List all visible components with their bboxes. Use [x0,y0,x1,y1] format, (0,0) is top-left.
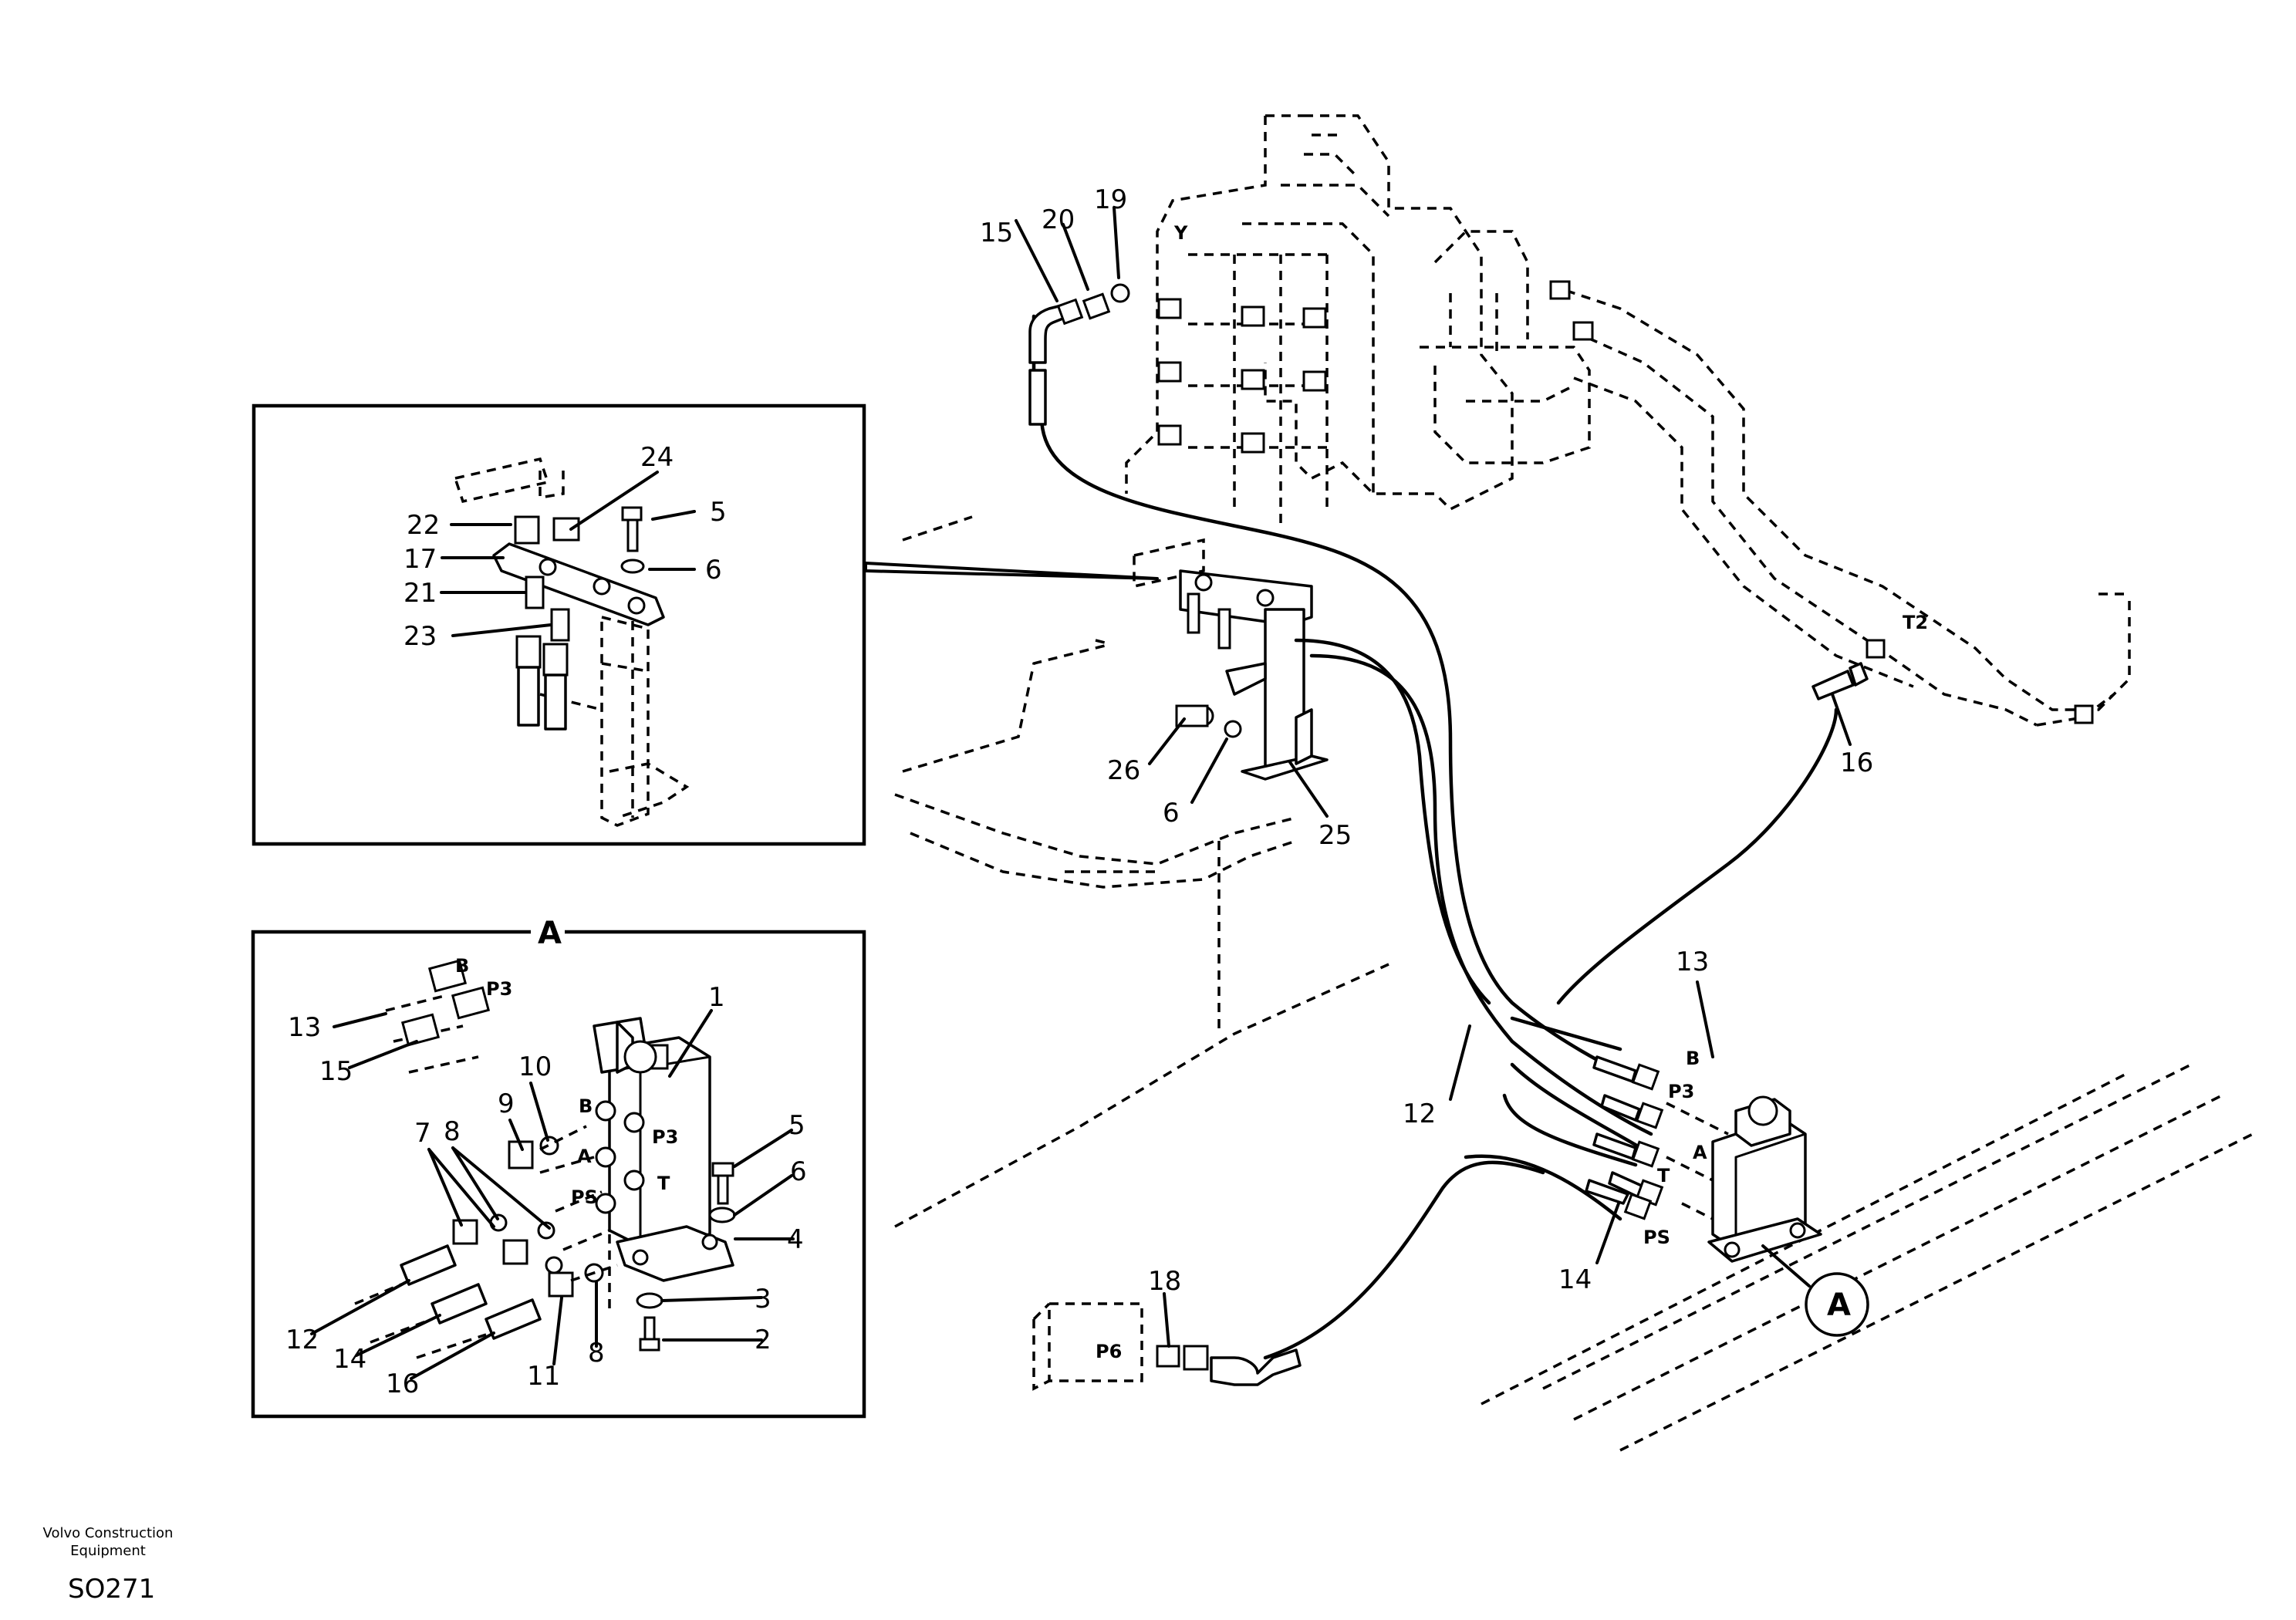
callout-15: 15 [980,218,1013,248]
port-main-a: A [1693,1142,1707,1163]
a-callout-11: 11 [527,1361,560,1392]
drawing-code: SO271 [68,1574,156,1605]
a-callout-6: 6 [790,1156,807,1187]
control-valve-outline [1125,114,2131,727]
detail-a-marker-label: A [1827,1288,1851,1323]
inset-callout-22: 22 [407,510,440,541]
callout-16: 16 [1840,748,1873,778]
inset-callout-23: 23 [403,621,437,652]
a-callout-7: 7 [414,1118,431,1149]
a-port-b-hose: B [455,955,469,977]
port-p6: P6 [1096,1341,1122,1362]
port-main-p3: P3 [1668,1081,1694,1102]
a-callout-10: 10 [518,1051,552,1082]
a-port-p3: P3 [652,1126,678,1148]
port-main-ps: PS [1643,1227,1670,1248]
callout-12: 12 [1403,1099,1436,1129]
main-callouts: 15 20 19 26 6 25 16 13 12 14 18 A Y T2 P… [980,184,1928,1362]
detail-a-title: A [538,916,562,951]
callout-25: 25 [1319,820,1352,851]
callout-18: 18 [1148,1266,1181,1297]
callout-26: 26 [1107,755,1140,786]
port-main-t: T [1657,1165,1670,1186]
a-callout-9: 9 [498,1088,515,1119]
callout-13: 13 [1676,947,1709,977]
callout-14: 14 [1558,1264,1592,1295]
a-callout-14: 14 [333,1344,366,1375]
a-callout-8-bottom: 8 [588,1338,605,1369]
main-hoses [1028,283,1869,1386]
a-callout-16: 16 [386,1369,419,1399]
valve-section-fittings [1157,280,2094,724]
a-callout-5: 5 [788,1110,805,1141]
valve-a-main [1666,1095,1822,1263]
footer: Volvo Construction Equipment SO271 [31,1524,185,1605]
a-port-t: T [657,1173,670,1194]
inset-callout-24: 24 [640,442,674,473]
a-callout-2: 2 [755,1325,772,1355]
a-callout-3: 3 [755,1284,772,1315]
port-y: Y [1173,222,1188,244]
a-callout-4: 4 [787,1224,804,1255]
callout-20: 20 [1042,204,1075,235]
inset-callout-17: 17 [403,544,437,575]
callout-19: 19 [1094,184,1127,215]
a-port-ps: PS [571,1186,598,1208]
a-callout-1: 1 [708,982,725,1013]
a-port-b: B [579,1095,593,1117]
a-port-a: A [577,1146,592,1167]
inset-callouts: 22 24 5 17 6 21 23 [403,442,727,652]
inset-callout-6: 6 [705,555,722,586]
inset-callout-5: 5 [710,497,727,528]
inset-frame [252,403,866,846]
detail-a: A [251,916,866,1419]
inset-bracket-detail [252,403,866,846]
a-port-p3-hose: P3 [486,978,512,1000]
a-callout-12: 12 [285,1325,319,1355]
detail-a-callouts: 13 15 1 9 10 7 8 5 6 4 3 2 12 14 16 11 8… [285,955,807,1399]
bracket-25-main [1133,538,1329,781]
inset-leader-line [864,562,1159,580]
port-main-b: B [1686,1048,1700,1069]
detail-a-frame [251,930,866,1419]
company-name: Volvo Construction Equipment [42,1525,174,1559]
a-callout-13: 13 [288,1012,321,1043]
a-callout-8-top: 8 [444,1116,461,1147]
detail-a-marker-circle [1805,1272,1869,1337]
port-t2: T2 [1903,612,1928,633]
inset-callout-21: 21 [403,578,437,609]
a-callout-15: 15 [319,1056,353,1087]
callout-6: 6 [1163,798,1180,829]
